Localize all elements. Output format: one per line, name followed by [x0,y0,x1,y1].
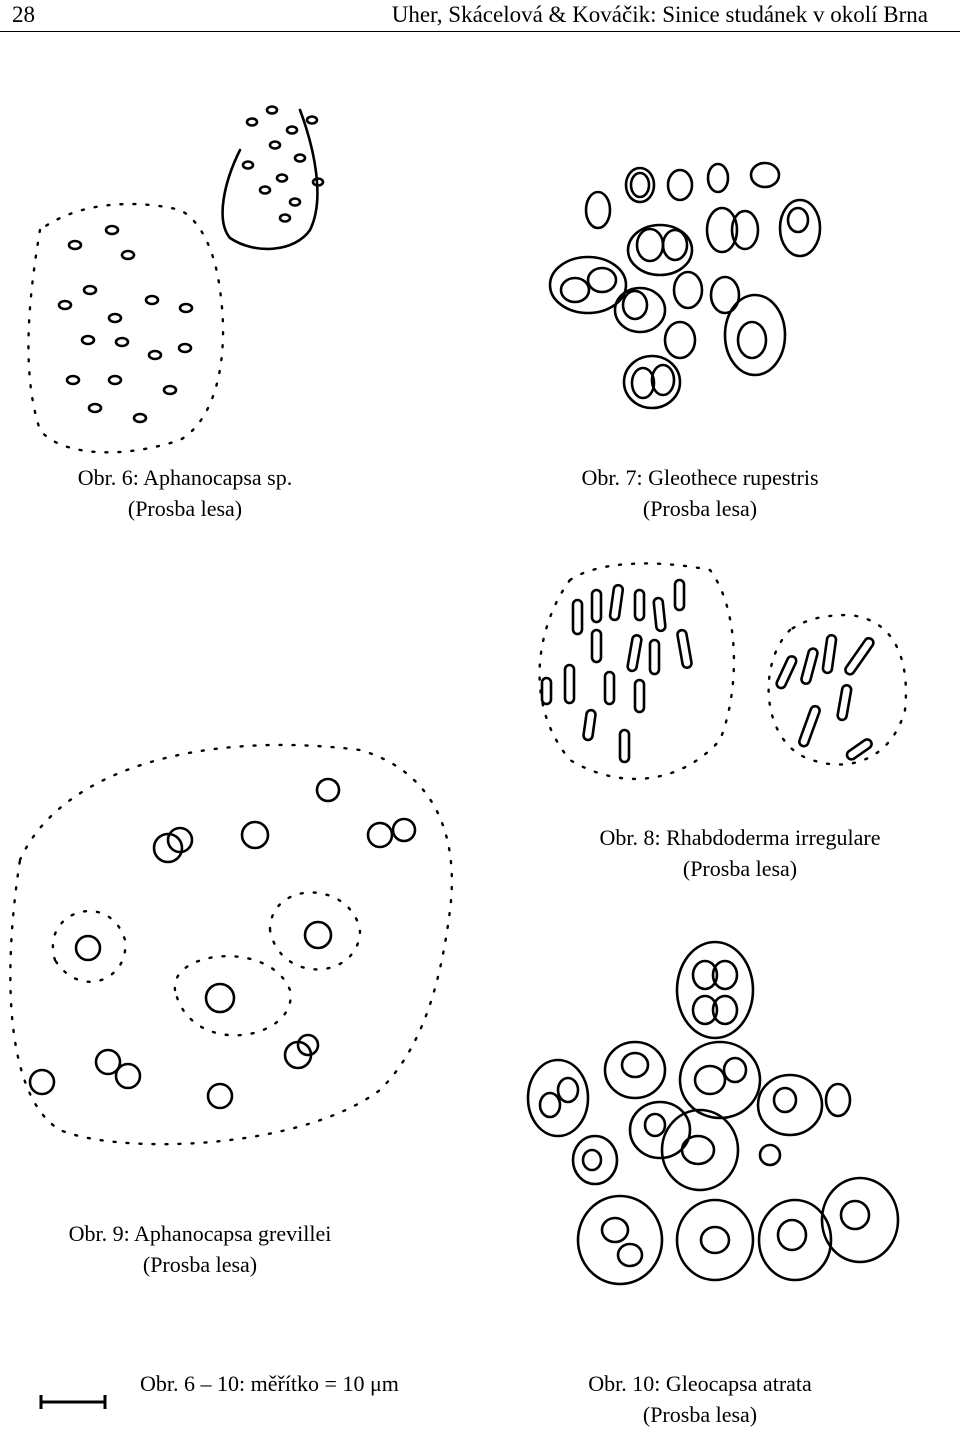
figure-9-drawing [0,730,460,1150]
page-header: 28 Uher, Skácelová & Kováčik: Sinice stu… [0,0,960,32]
running-title: Uher, Skácelová & Kováčik: Sinice studán… [391,2,928,27]
figure-6-drawing [0,90,340,460]
figure-10-caption: Obr. 10: Gleocapsa atrata (Prosba lesa) [555,1368,845,1430]
figure-7-caption: Obr. 7: Gleothece rupestris (Prosba lesa… [545,462,855,524]
figure-10-caption-line2: (Prosba lesa) [642,1402,758,1427]
figure-8-caption-line2: (Prosba lesa) [682,856,798,881]
page-number: 28 [12,2,35,27]
figure-8-caption-line1: Obr. 8: Rhabdoderma irregulare [599,825,881,850]
figure-9-caption-line2: (Prosba lesa) [142,1252,258,1277]
figure-7-drawing [540,150,840,420]
scale-bar [38,1392,110,1412]
figure-10-caption-line1: Obr. 10: Gleocapsa atrata [588,1371,812,1396]
figure-8-caption: Obr. 8: Rhabdoderma irregulare (Prosba l… [545,822,935,884]
figure-9-caption-line1: Obr. 9: Aphanocapsa grevillei [68,1221,332,1246]
figure-8-drawing [520,560,920,790]
figure-7-caption-line1: Obr. 7: Gleothece rupestris [581,465,819,490]
figure-7-caption-line2: (Prosba lesa) [642,496,758,521]
scale-caption: Obr. 6 – 10: měřítko = 10 μm [140,1371,399,1396]
figure-10-drawing [520,940,910,1300]
figure-6-caption-line2: (Prosba lesa) [127,496,243,521]
figure-6-caption-line1: Obr. 6: Aphanocapsa sp. [77,465,293,490]
figure-6-caption: Obr. 6: Aphanocapsa sp. (Prosba lesa) [20,462,350,524]
figure-9-caption: Obr. 9: Aphanocapsa grevillei (Prosba le… [40,1218,360,1280]
